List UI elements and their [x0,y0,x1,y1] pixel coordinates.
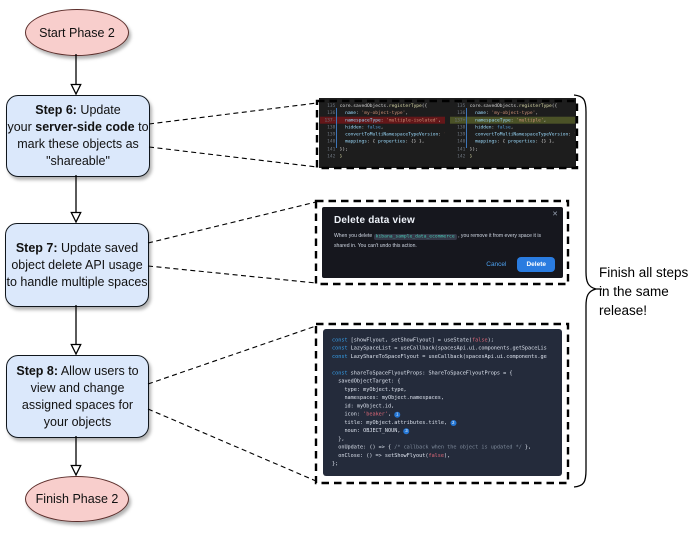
modal-title: Delete data view [334,215,416,226]
zoom-connector-line [148,146,318,168]
indent-guide [466,108,467,148]
delete-button[interactable]: Delete [517,257,555,272]
flyout-code: const [showFlyout, setShowFlyout] = useS… [332,336,547,467]
data-view-name-badge: kibana_sample_data_ecommerce [373,233,457,240]
arrowhead-icon [70,83,82,96]
cancel-button[interactable]: Cancel [486,261,507,268]
modal-actions: Cancel Delete [486,257,555,272]
zoom-connector-line [147,325,317,385]
delete-data-view-modal: Delete data view ✕ When you delete kiban… [322,207,563,278]
arrowhead-icon [70,464,82,477]
close-icon[interactable]: ✕ [552,211,558,218]
zoom-connector-line [147,408,317,482]
start-node: Start Phase 2 [25,9,129,56]
zoom-connectors [147,102,318,482]
start-node-label: Start Phase 2 [39,25,115,40]
zoom-connector-line [147,201,317,244]
finish-node-label: Finish Phase 2 [35,492,119,506]
zoom-connector-line [147,265,317,284]
modal-body: When you delete kibana_sample_data_ecomm… [334,232,553,250]
flyout-code-screenshot: const [showFlyout, setShowFlyout] = useS… [323,329,562,476]
arrowhead-icon [70,343,82,356]
indent-guide [336,108,337,148]
modal-body-text-pre: When you delete [334,233,374,239]
zoom-connector-line [148,102,318,125]
finish-node: Finish Phase 2 [25,476,129,522]
arrowhead-icon [70,211,82,224]
brace-annotation [573,94,602,488]
